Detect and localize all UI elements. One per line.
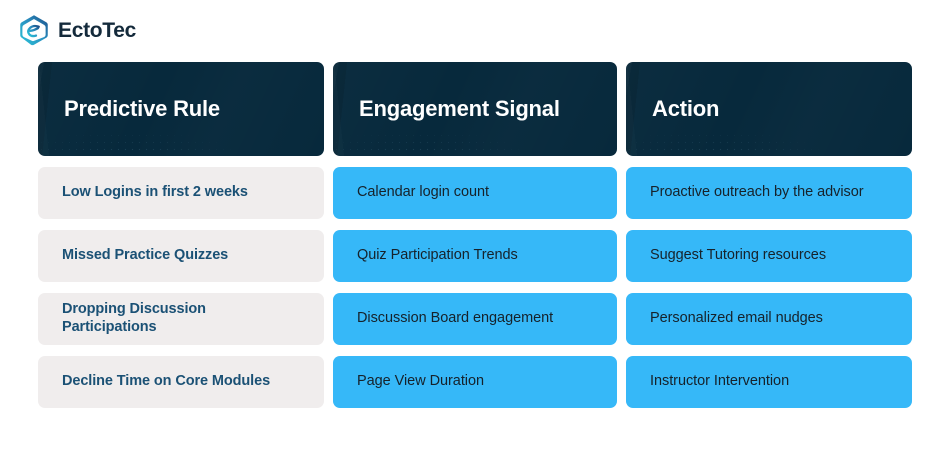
table-row: Low Logins in first 2 weeks (38, 167, 324, 219)
action-text: Suggest Tutoring resources (650, 247, 827, 264)
table-row: Proactive outreach by the advisor (626, 167, 912, 219)
rule-text: Dropping Discussion Participations (62, 301, 206, 335)
action-text: Instructor Intervention (650, 373, 790, 390)
column-title: Engagement Signal (359, 96, 560, 121)
signal-text: Calendar login count (357, 184, 490, 201)
table-row: Suggest Tutoring resources (626, 230, 912, 282)
predictive-rules-table: Predictive Rule Engagement Signal Action… (38, 62, 912, 408)
table-header-action: Action (626, 62, 912, 156)
table-header-predictive-rule: Predictive Rule (38, 62, 324, 156)
table-row: Instructor Intervention (626, 356, 912, 408)
table-row: Personalized email nudges (626, 293, 912, 345)
table-row: Missed Practice Quizzes (38, 230, 324, 282)
action-text: Proactive outreach by the advisor (650, 184, 864, 201)
brand-logo[interactable]: EctoTec (18, 14, 136, 46)
hexagon-e-logo-icon (20, 15, 48, 46)
signal-text: Page View Duration (357, 373, 484, 390)
table-row: Calendar login count (333, 167, 617, 219)
table-row: Discussion Board engagement (333, 293, 617, 345)
action-text: Personalized email nudges (650, 310, 823, 327)
column-title: Action (652, 96, 720, 121)
column-title: Predictive Rule (64, 96, 220, 121)
table-row: Decline Time on Core Modules (38, 356, 324, 408)
table-row: Dropping Discussion Participations (38, 293, 324, 345)
rule-text: Decline Time on Core Modules (62, 373, 271, 390)
rule-text: Missed Practice Quizzes (62, 247, 229, 264)
brand-wordmark: EctoTec (58, 18, 137, 42)
rule-text: Low Logins in first 2 weeks (62, 184, 248, 201)
table-header-engagement-signal: Engagement Signal (333, 62, 617, 156)
table-row: Page View Duration (333, 356, 617, 408)
signal-text: Quiz Participation Trends (357, 247, 518, 264)
signal-text: Discussion Board engagement (357, 310, 554, 327)
table-row: Quiz Participation Trends (333, 230, 617, 282)
